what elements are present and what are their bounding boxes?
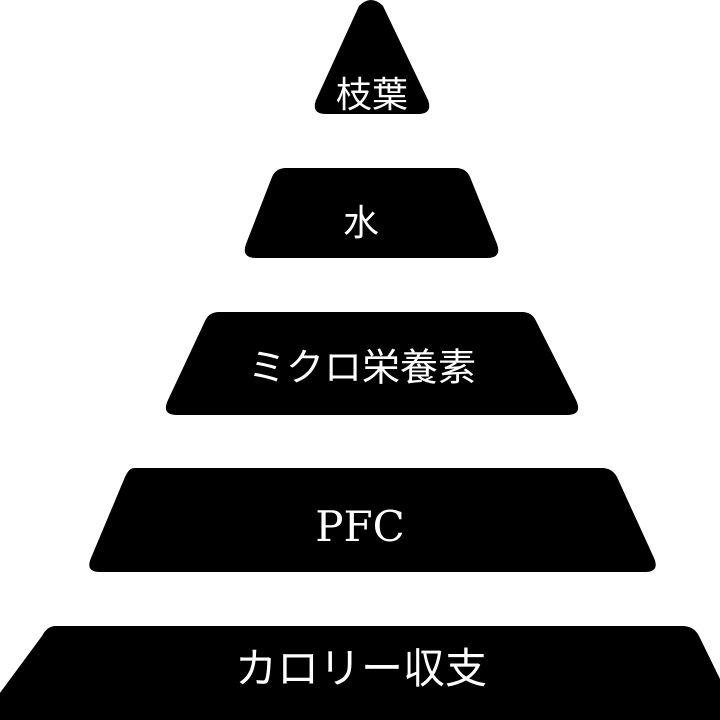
pyramid-tier-3-label: ミクロ栄養素	[248, 346, 476, 390]
pyramid-tier-1-shape	[314, 0, 430, 114]
pyramid-tier-1-label: 枝葉	[336, 75, 408, 116]
pyramid-tier-5-shape	[0, 626, 720, 720]
pyramid-tier-2: 水	[244, 168, 499, 258]
pyramid-tier-5: カロリー収支	[0, 626, 720, 720]
pyramid-tier-2-label: 水	[343, 203, 379, 244]
pyramid-tier-3: ミクロ栄養素	[165, 312, 579, 415]
pyramid-tier-1: 枝葉	[314, 0, 430, 116]
pyramid-tier-4-label: PFC	[315, 502, 405, 551]
pyramid-tier-2-shape	[244, 168, 499, 258]
pyramid-tier-4: PFC	[89, 468, 656, 572]
pyramid-tier-3-shape	[165, 312, 579, 415]
pyramid-tier-5-label: カロリー収支	[235, 644, 487, 693]
pyramid-tier-4-shape	[89, 468, 656, 572]
